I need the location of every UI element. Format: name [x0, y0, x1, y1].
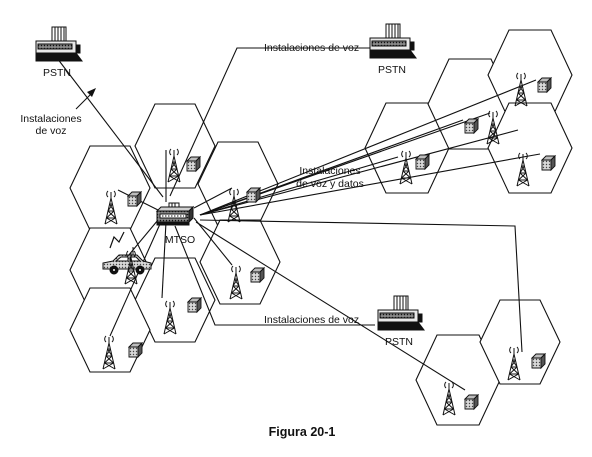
- voice-facilities-callout-line2: de voz: [36, 125, 67, 137]
- cell-grid: [69, 29, 573, 426]
- link-line: [195, 221, 466, 391]
- base-station-icon: [464, 118, 479, 134]
- pstn-exchange-top-left: [35, 26, 83, 62]
- base-station-icon: [128, 342, 143, 358]
- base-station-icon: [464, 394, 479, 410]
- base-station-icon: [531, 353, 546, 369]
- voice-facilities-label-top: Instalaciones de voz: [264, 42, 359, 54]
- figure-caption: Figura 20-1: [269, 425, 336, 439]
- link-line: [169, 47, 375, 197]
- link-line: [193, 217, 233, 266]
- base-station-icon: [541, 155, 556, 171]
- base-station-icon: [127, 191, 142, 207]
- radio-link-bolt: [109, 231, 125, 249]
- mtso-label: MTSO: [165, 234, 195, 246]
- mtso-switch-icon: [156, 202, 194, 226]
- link-line: [193, 187, 233, 209]
- base-station-icon: [250, 267, 265, 283]
- base-station-icon: [415, 154, 430, 170]
- link-line: [109, 223, 161, 337]
- cell-hexagon: [69, 145, 151, 231]
- link-line: [174, 225, 375, 326]
- pstn-label-bottom: PSTN: [385, 336, 413, 348]
- base-station-icon: [187, 297, 202, 313]
- callout-arrowhead: [87, 88, 96, 97]
- base-station-icon: [186, 156, 201, 172]
- pstn-label-left: PSTN: [43, 67, 71, 79]
- voice-data-label-line2: de voz y datos: [296, 178, 364, 190]
- link-line: [199, 153, 541, 216]
- pstn-label-top: PSTN: [378, 64, 406, 76]
- link-line: [161, 221, 167, 299]
- mobile-unit: [102, 231, 152, 285]
- link-line: [199, 219, 523, 353]
- voice-data-label-line1: Instalaciones: [299, 165, 360, 177]
- link-line: [56, 57, 164, 198]
- cell-hexagon: [487, 102, 573, 194]
- base-station-icon: [246, 187, 261, 203]
- voice-facilities-callout-line1: Instalaciones: [20, 113, 81, 125]
- base-station-icon: [537, 77, 552, 93]
- pstn-exchange-bottom: [377, 295, 425, 331]
- pstn-exchange-top-center: [369, 23, 417, 59]
- voice-facilities-label-bottom: Instalaciones de voz: [264, 314, 359, 326]
- cell-hexagon: [134, 257, 216, 343]
